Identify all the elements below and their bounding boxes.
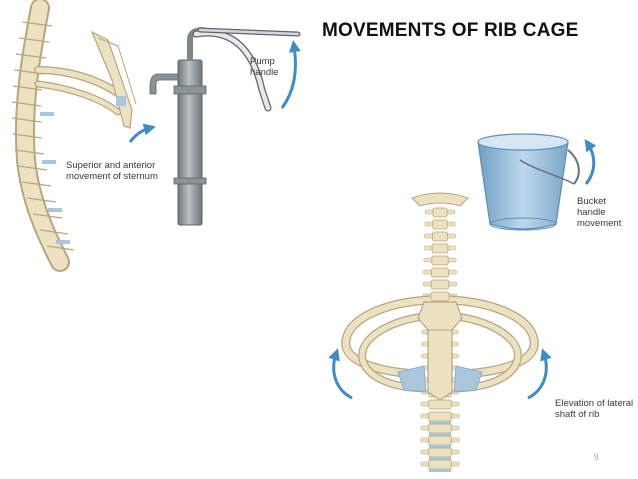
intervertebral-disc [428, 445, 452, 448]
intervertebral-disc [428, 433, 452, 436]
pump-handle-arrow [280, 40, 301, 109]
vertebra [431, 255, 449, 266]
sternum-arrow [128, 123, 156, 143]
water-pump [149, 27, 301, 226]
front-ribs [341, 295, 539, 393]
bucket-handle-label: Bucket handle movement [577, 196, 622, 229]
intervertebral-disc [428, 469, 452, 472]
vertebra [431, 231, 448, 242]
bucket-handle-arrow [584, 139, 597, 185]
vertebra [430, 291, 450, 302]
front-sternum [417, 301, 463, 401]
lateral-ribs [34, 66, 126, 116]
intervertebral-disc [428, 457, 452, 460]
intervertebral-disc [428, 421, 452, 424]
bucket [477, 133, 580, 231]
page-number: 9 [594, 452, 599, 462]
sternum-movement-label: Superior and anterior movement of sternu… [66, 160, 158, 182]
lateral-spine [11, 0, 75, 272]
vertebra [430, 279, 450, 290]
vertebra [428, 399, 452, 410]
vertebra [432, 207, 448, 218]
sternum-lateral [90, 30, 137, 129]
vertebra [428, 411, 452, 422]
left-elevation-arrow [328, 348, 353, 400]
vertebra [431, 243, 449, 254]
vertebra [428, 423, 452, 434]
lateral-shaft-label: Elevation of lateral shaft of rib [555, 398, 634, 420]
vertebra [431, 267, 449, 278]
vertebra [428, 447, 452, 458]
right-elevation-arrow [527, 348, 552, 400]
pump-handle-label: Pump handle [250, 56, 279, 78]
vertebra [428, 459, 452, 470]
slide-title: MOVEMENTS OF RIB CAGE [322, 20, 579, 41]
vertebra [428, 435, 452, 446]
vertebra [432, 219, 448, 230]
